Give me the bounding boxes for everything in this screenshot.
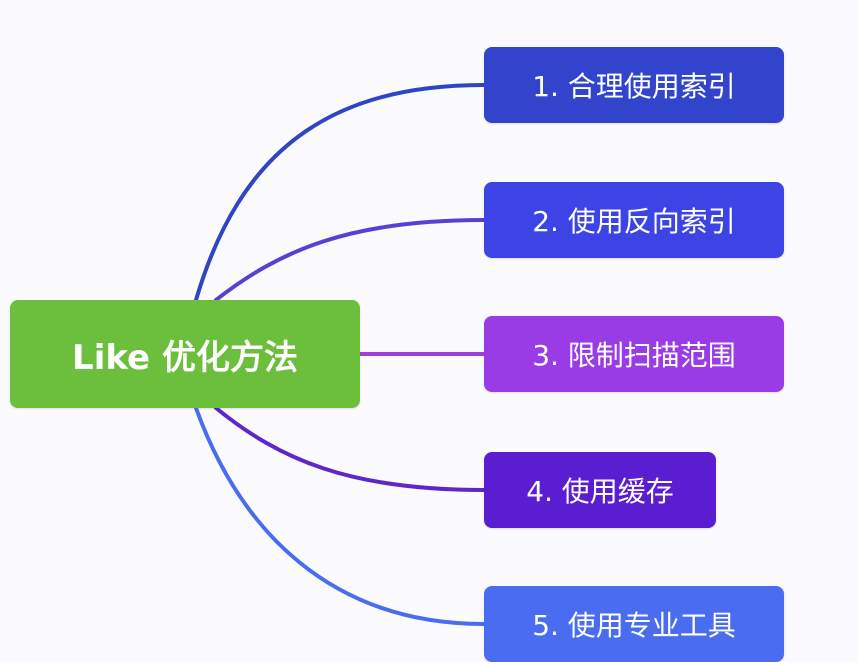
root-label: Like 优化方法 xyxy=(72,337,298,378)
root-node[interactable]: Like 优化方法 xyxy=(10,300,360,408)
branch-label-5: 5. 使用专业工具 xyxy=(532,609,736,642)
branch-label-2: 2. 使用反向索引 xyxy=(532,205,736,238)
branch-node-5[interactable]: 5. 使用专业工具 xyxy=(484,586,784,662)
branch-node-3[interactable]: 3. 限制扫描范围 xyxy=(484,316,784,392)
connector-lines xyxy=(194,83,486,626)
connector-2 xyxy=(214,218,486,302)
connector-1 xyxy=(194,83,486,302)
branch-node-2[interactable]: 2. 使用反向索引 xyxy=(484,182,784,258)
branch-label-3: 3. 限制扫描范围 xyxy=(532,339,736,372)
connector-5 xyxy=(194,406,486,626)
branch-label-4: 4. 使用缓存 xyxy=(526,475,674,508)
branch-node-4[interactable]: 4. 使用缓存 xyxy=(484,452,716,528)
branch-node-1[interactable]: 1. 合理使用索引 xyxy=(484,47,784,123)
branch-label-1: 1. 合理使用索引 xyxy=(532,70,736,103)
connector-4 xyxy=(214,406,486,492)
